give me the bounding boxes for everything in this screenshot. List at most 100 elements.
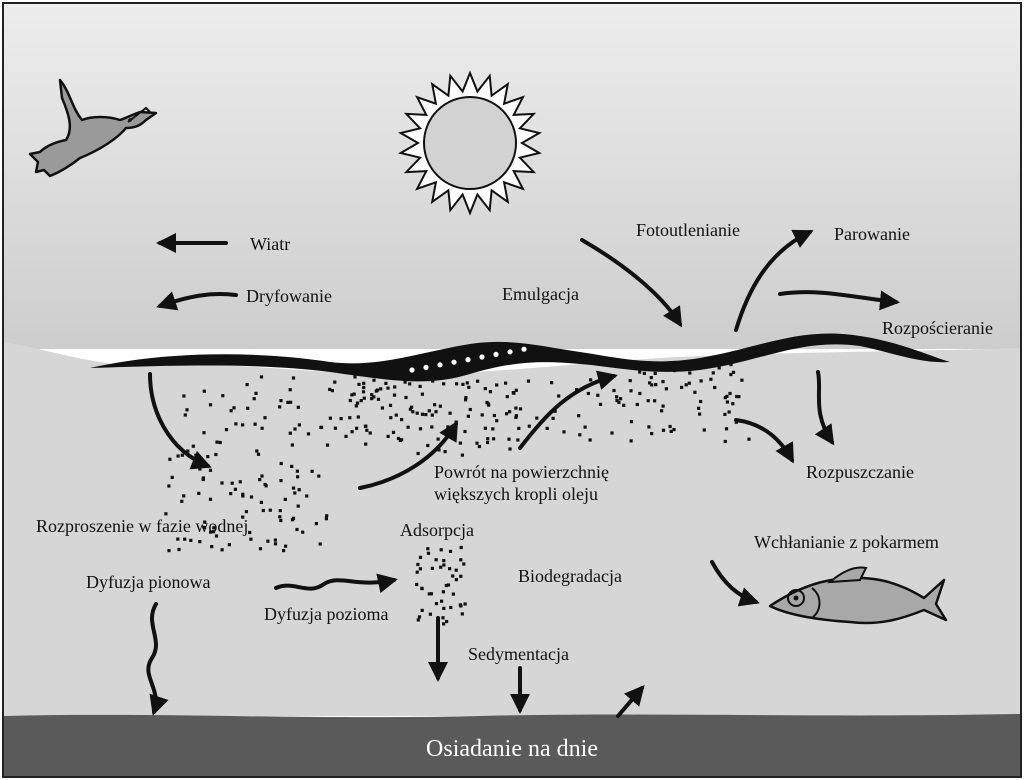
oil-droplet [400,438,404,442]
oil-droplet [420,392,424,396]
oil-droplet [376,397,381,401]
oil-droplet [646,399,650,403]
oil-droplet [355,426,359,430]
oil-droplet [230,481,234,485]
oil-droplet [177,547,181,552]
oil-droplet [167,484,171,488]
oil-droplet [279,518,283,523]
oil-droplet [194,453,198,457]
oil-droplet [668,424,672,429]
oil-droplet [283,497,287,501]
oil-droplet [475,441,479,445]
label-return-line2: większych kropli oleju [434,484,598,504]
oil-droplet [650,383,654,387]
oil-droplet [638,391,642,396]
oil-droplet [356,415,360,419]
oil-droplet [437,448,441,452]
oil-droplet [249,495,254,499]
oil-droplet [629,389,633,393]
oil-droplet [661,428,666,432]
oil-droplet [553,409,557,413]
oil-droplet [325,514,329,518]
oil-droplet [445,619,449,624]
oil-droplet [427,592,431,596]
oil-droplet [259,375,264,379]
oil-droplet [514,414,518,418]
oil-droplet [622,403,626,407]
oil-droplet [305,494,309,498]
oil-droplet [459,558,463,562]
oil-droplet [717,366,721,370]
oil-droplet [286,400,290,404]
oil-droplet [233,487,237,491]
oil-droplet [477,444,481,449]
oil-droplet [357,382,361,386]
oil-droplet [486,402,490,406]
label-emulsification: Emulgacja [502,284,579,304]
oil-droplet [462,562,466,566]
oil-droplet [461,382,465,386]
oil-droplet [505,395,509,399]
oil-droplet [463,429,467,434]
oil-droplet [279,479,283,483]
oil-droplet [514,406,518,410]
oil-droplet [486,437,490,441]
oil-droplet [306,432,311,436]
oil-droplet [328,416,332,420]
oil-droplet [220,481,224,485]
oil-droplet [415,582,419,587]
oil-droplet [297,423,301,427]
oil-droplet [314,522,318,526]
oil-droplet [176,454,180,458]
oil-droplet [428,612,432,616]
oil-droplet [495,419,499,423]
emulsion-droplet [423,364,429,370]
oil-droplet [259,500,263,504]
oil-droplet [443,450,447,454]
oil-droplet [465,381,469,385]
oil-slick [90,333,950,382]
oil-droplet [619,397,623,401]
oil-droplet [202,525,207,530]
oil-droplet [388,403,393,407]
oil-droplet [348,398,352,403]
oil-droplet [380,406,384,410]
oil-droplet [442,622,446,626]
oil-droplet [182,494,186,498]
oil-droplet [330,389,334,393]
oil-droplet [273,538,277,542]
oil-droplet [442,563,446,567]
oil-droplet [459,545,463,550]
oil-droplet [245,383,249,387]
oil-droplet [374,389,378,393]
oil-droplet [391,430,396,434]
oil-droplet [278,509,282,513]
oil-droplet [464,398,468,402]
oil-droplet [628,379,632,383]
label-vertical-diffusion: Dyfuzja pionowa [86,572,210,592]
oil-droplet [410,405,414,409]
oil-droplet [514,388,518,392]
oil-droplet [454,578,458,582]
oil-droplet [672,428,676,432]
water-area [4,342,1020,716]
oil-droplet [728,391,732,396]
emulsion-droplets [409,346,527,373]
oil-droplet [680,385,684,389]
oil-droplet [284,544,288,548]
oil-droplet [264,484,268,488]
oil-droplet [711,371,715,375]
seabed [4,714,1020,776]
oil-droplet [431,379,435,383]
oil-droplet [660,409,664,413]
oil-droplet [362,396,366,400]
oil-droplet [737,395,741,399]
oil-droplet [232,406,236,410]
oil-droplet [180,453,184,457]
oil-droplet [389,416,393,420]
oil-droplet [467,385,471,389]
oil-droplet [368,431,372,435]
oil-droplet [328,387,332,391]
oil-droplet [394,413,398,417]
oil-droplet [610,431,614,435]
